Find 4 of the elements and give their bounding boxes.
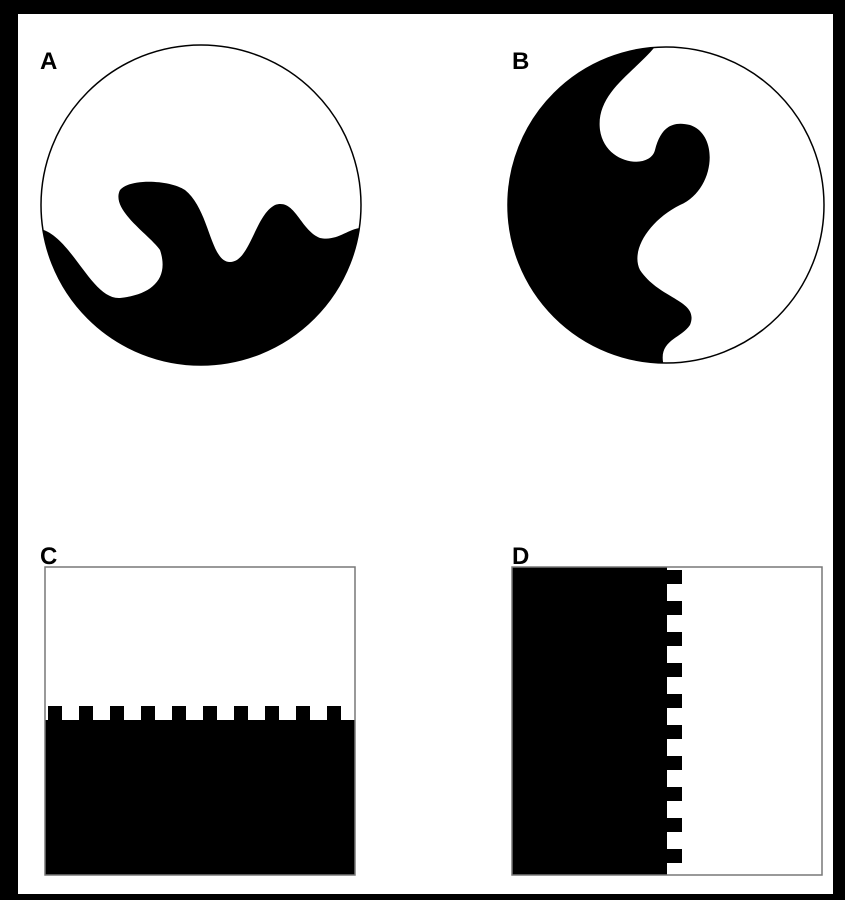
panel-label: B	[512, 50, 530, 74]
panel-label: D	[512, 545, 530, 569]
panel-label: C	[40, 545, 58, 569]
panel-label: A	[40, 50, 58, 74]
